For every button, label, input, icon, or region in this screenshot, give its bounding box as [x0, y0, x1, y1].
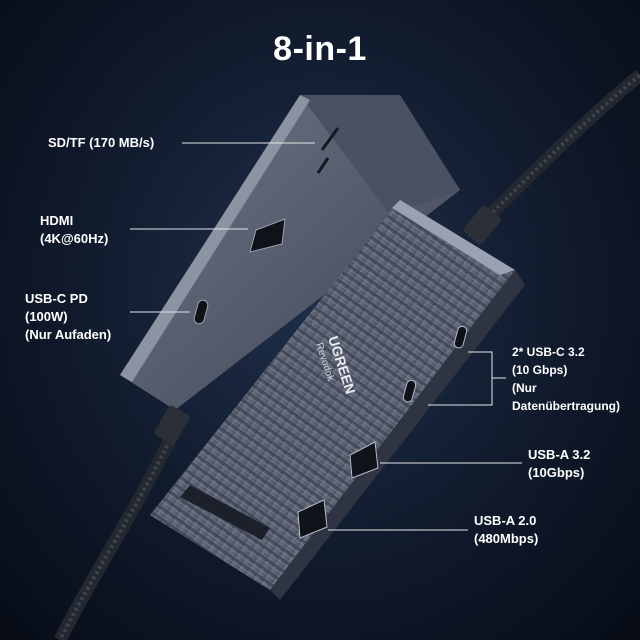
- hdmi-port: [249, 218, 286, 253]
- label-hdmi: HDMI (4K@60Hz): [40, 213, 109, 246]
- label-usbc-pd: USB-C PD (100W) (Nur Aufaden): [25, 291, 112, 342]
- label-sdtf: SD/TF (170 MB/s): [48, 135, 155, 150]
- sd-slot: [320, 127, 340, 151]
- usbc-3-2-port-1: [453, 325, 468, 349]
- page-title: 8-in-1: [273, 30, 367, 68]
- usbc-pd-port: [193, 299, 209, 325]
- hub-bottom-body: [150, 200, 515, 590]
- usba-2-0-port: [297, 499, 328, 539]
- label-usbc32: 2* USB-C 3.2 (10 Gbps) (Nur Datenübertra…: [512, 345, 620, 413]
- tf-slot: [316, 157, 330, 174]
- label-usba32: USB-A 3.2 (10Gbps): [528, 447, 591, 480]
- usbc-3-2-port-2: [402, 379, 417, 403]
- usba-3-2-port: [349, 441, 379, 479]
- label-usba20: USB-A 2.0 (480Mbps): [474, 513, 539, 546]
